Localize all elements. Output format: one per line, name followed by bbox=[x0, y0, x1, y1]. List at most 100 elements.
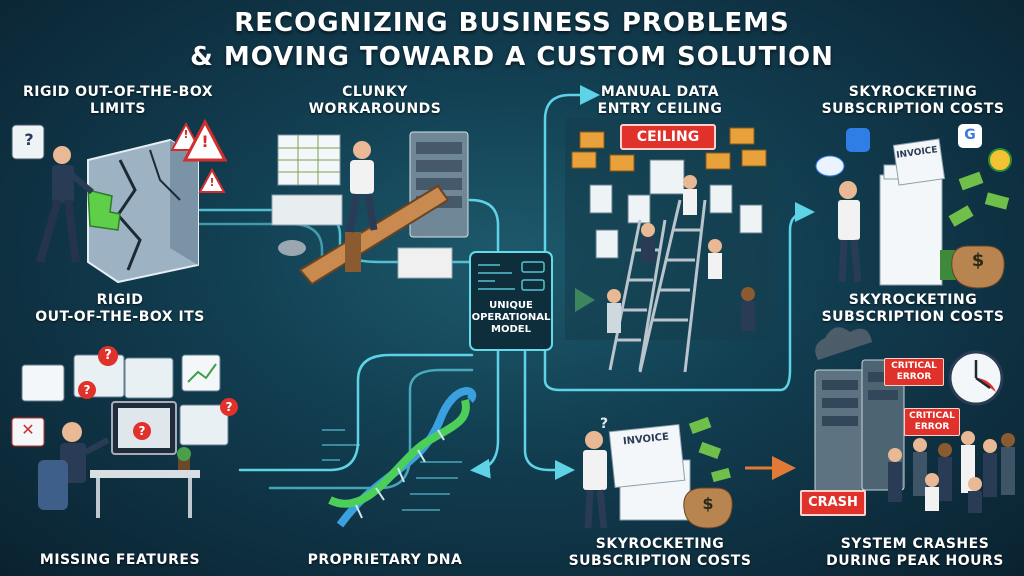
cloud-app-icon bbox=[815, 155, 845, 177]
flow-lines bbox=[198, 85, 815, 490]
calendar-icon bbox=[21, 364, 65, 402]
smoke-icon bbox=[815, 327, 872, 360]
person-pushing-icon bbox=[36, 146, 94, 264]
proprietary-dna-illustration bbox=[322, 387, 477, 528]
question-mark-icon-3: ? bbox=[78, 381, 96, 399]
money-bag-icon-bottom bbox=[683, 487, 733, 529]
warning-icon-large bbox=[182, 118, 228, 162]
folder-icons bbox=[571, 127, 767, 172]
label-manual-data: MANUAL DATA ENTRY CEILING bbox=[575, 84, 745, 118]
center-box-line3: MODEL bbox=[491, 324, 531, 335]
warning-mark-3: ! bbox=[209, 176, 215, 189]
invoice-stack-icon bbox=[879, 138, 946, 286]
confused-person-icon bbox=[583, 431, 608, 529]
critical-error-sign-2: CRITICAL ERROR bbox=[904, 408, 960, 436]
flow-line-up-manual bbox=[543, 85, 600, 262]
clock-icon bbox=[948, 350, 1004, 406]
money-icons-bottom bbox=[688, 416, 731, 483]
label-rigid-its: RIGID OUT-OF-THE-BOX ITS bbox=[20, 292, 220, 326]
flow-line-right bbox=[543, 202, 815, 392]
question-mark-icon-6: ? bbox=[599, 416, 609, 432]
skyrocketing-bottom-illustration bbox=[583, 416, 733, 529]
critical-1-line1: CRITICAL bbox=[891, 361, 937, 371]
plank-bridge-icon bbox=[298, 184, 450, 286]
label-sky-top-line1: SKYROCKETING bbox=[848, 84, 978, 100]
critical-error-sign-1: CRITICAL ERROR bbox=[884, 358, 944, 386]
label-rigid-limits-line1: RIGID OUT-OF-THE-BOX bbox=[22, 84, 214, 100]
plant-icon bbox=[178, 458, 190, 470]
label-missing-line1: MISSING FEATURES bbox=[39, 552, 201, 568]
skyrocketing-top-illustration bbox=[815, 124, 1012, 289]
label-sky-mid-line2: SUBSCRIPTION COSTS bbox=[821, 309, 1005, 325]
label-crashes-line2: DURING PEAK HOURS bbox=[826, 553, 1004, 569]
label-rigid-its-line2: OUT-OF-THE-BOX ITS bbox=[35, 309, 205, 325]
code-lines bbox=[322, 429, 462, 511]
invoice-stack-icon-bottom bbox=[608, 423, 691, 521]
label-rigid-limits-line2: LIMITS bbox=[90, 101, 146, 117]
question-mark-icon-4: ? bbox=[220, 398, 238, 416]
label-rigid-its-line1: RIGID bbox=[96, 292, 144, 308]
google-app-icon bbox=[958, 124, 982, 148]
label-clunky-line2: WORKAROUNDS bbox=[308, 101, 442, 117]
label-rigid-limits: RIGID OUT-OF-THE-BOX LIMITS bbox=[8, 84, 228, 118]
missing-features-illustration bbox=[11, 354, 229, 518]
clunky-workarounds-illustration bbox=[271, 131, 469, 286]
question-mark-icon-2: ? bbox=[98, 346, 118, 366]
flow-line-clunky bbox=[468, 198, 500, 252]
desk-icon bbox=[90, 470, 200, 478]
dna-strand-green bbox=[328, 399, 470, 508]
label-sky-bottom-line1: SKYROCKETING bbox=[595, 536, 725, 552]
label-manual-line2: ENTRY CEILING bbox=[597, 101, 723, 117]
title-line-1: RECOGNIZING BUSINESS PROBLEMS bbox=[234, 8, 790, 38]
warning-icon-lower bbox=[198, 167, 226, 193]
warning-mark-2: ! bbox=[201, 132, 209, 151]
unique-operational-model-box bbox=[469, 251, 553, 351]
critical-2-line1: CRITICAL bbox=[909, 411, 955, 421]
question-mark-icon-1: ? bbox=[24, 130, 34, 149]
flow-line-dna bbox=[470, 348, 500, 479]
label-sky-mid-line1: SKYROCKETING bbox=[848, 292, 978, 308]
worried-person-icon bbox=[838, 181, 862, 283]
ceiling-sign: CEILING bbox=[620, 124, 716, 150]
thinking-bubble-icon bbox=[11, 124, 45, 160]
rigid-limits-illustration bbox=[11, 118, 228, 284]
center-box-line1: UNIQUE bbox=[489, 300, 533, 311]
paper-stack-icon bbox=[397, 247, 453, 279]
document-icons bbox=[589, 159, 763, 259]
label-missing-features: MISSING FEATURES bbox=[20, 552, 220, 569]
center-box-line2: OPERATIONAL bbox=[471, 312, 551, 323]
flow-line-rigid-2 bbox=[198, 222, 324, 264]
label-manual-line1: MANUAL DATA bbox=[600, 84, 720, 100]
puzzle-piece-icon bbox=[87, 189, 121, 231]
crash-sign: CRASH bbox=[800, 490, 866, 516]
money-bag-icon bbox=[951, 245, 1005, 289]
person-tired-icon bbox=[346, 141, 378, 233]
photos-app-icon bbox=[988, 148, 1012, 172]
flow-line-sky-bottom bbox=[523, 348, 575, 480]
critical-2-line2: ERROR bbox=[914, 422, 950, 432]
label-crashes-line1: SYSTEM CRASHES bbox=[840, 536, 990, 552]
title-line-2: & MOVING TOWARD A CUSTOM SOLUTION bbox=[190, 42, 834, 72]
label-system-crashes: SYSTEM CRASHES DURING PEAK HOURS bbox=[810, 536, 1020, 570]
label-skyrocketing-top: SKYROCKETING SUBSCRIPTION COSTS bbox=[808, 84, 1018, 118]
x-mark-icon: ✕ bbox=[21, 420, 35, 439]
center-box-label: UNIQUE OPERATIONAL MODEL bbox=[470, 300, 552, 336]
label-sky-bottom-line2: SUBSCRIPTION COSTS bbox=[568, 553, 752, 569]
label-skyrocketing-mid: SKYROCKETING SUBSCRIPTION COSTS bbox=[808, 292, 1018, 326]
tape-roll-icon bbox=[278, 240, 306, 256]
label-skyrocketing-bottom: SKYROCKETING SUBSCRIPTION COSTS bbox=[555, 536, 765, 570]
flow-line-missing bbox=[238, 353, 474, 472]
label-sky-top-line2: SUBSCRIPTION COSTS bbox=[821, 101, 1005, 117]
question-mark-icon-5: ? bbox=[133, 422, 151, 440]
label-clunky-line1: CLUNKY bbox=[342, 84, 408, 100]
label-clunky-workarounds: CLUNKY WORKAROUNDS bbox=[300, 84, 450, 118]
label-dna-line1: PROPRIETARY DNA bbox=[307, 552, 463, 568]
critical-1-line2: ERROR bbox=[896, 372, 932, 382]
label-proprietary-dna: PROPRIETARY DNA bbox=[300, 552, 470, 569]
google-app-letter: G bbox=[964, 127, 976, 143]
flow-line-missing-2 bbox=[268, 368, 474, 490]
workers-icon bbox=[607, 175, 755, 333]
dollar-sign-bottom: $ bbox=[702, 494, 714, 513]
